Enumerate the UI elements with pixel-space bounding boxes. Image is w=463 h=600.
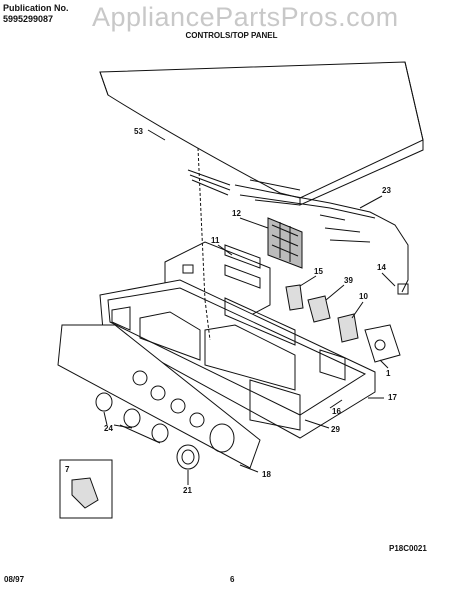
inset-box — [59, 459, 113, 519]
callout-16: 16 — [332, 407, 341, 416]
callout-12: 12 — [232, 209, 241, 218]
callout-14: 14 — [377, 263, 386, 272]
switch-part — [285, 284, 359, 343]
publication-number: 5995299087 — [3, 14, 54, 24]
callout-53: 53 — [134, 127, 143, 136]
section-title: CONTROLS/TOP PANEL — [185, 31, 278, 40]
callout-21: 21 — [183, 486, 192, 495]
callout-1: 1 — [386, 369, 391, 378]
watermark: AppliancePartsPros.com — [92, 2, 399, 32]
page-number: 6 — [230, 575, 235, 584]
publication-label: Publication No. — [3, 3, 69, 13]
leader-lines — [103, 129, 396, 485]
callout-7: 7 — [65, 465, 70, 474]
top-panel-part — [99, 61, 424, 206]
circuit-board-part — [267, 217, 303, 269]
callout-24: 24 — [104, 424, 113, 433]
wiring-harness-part — [187, 169, 409, 295]
callout-15: 15 — [314, 267, 323, 276]
timer-part — [364, 324, 401, 363]
callout-29: 29 — [331, 425, 340, 434]
callout-17: 17 — [388, 393, 397, 402]
knob-part — [95, 392, 200, 470]
callout-18: 18 — [262, 470, 271, 479]
callout-39: 39 — [344, 276, 353, 285]
callout-23: 23 — [382, 186, 391, 195]
panel-overlay-part — [57, 324, 261, 469]
callout-10: 10 — [359, 292, 368, 301]
diagram-code: P18C0021 — [389, 544, 427, 553]
footer-date: 08/97 — [4, 575, 25, 584]
callout-11: 11 — [211, 236, 220, 245]
